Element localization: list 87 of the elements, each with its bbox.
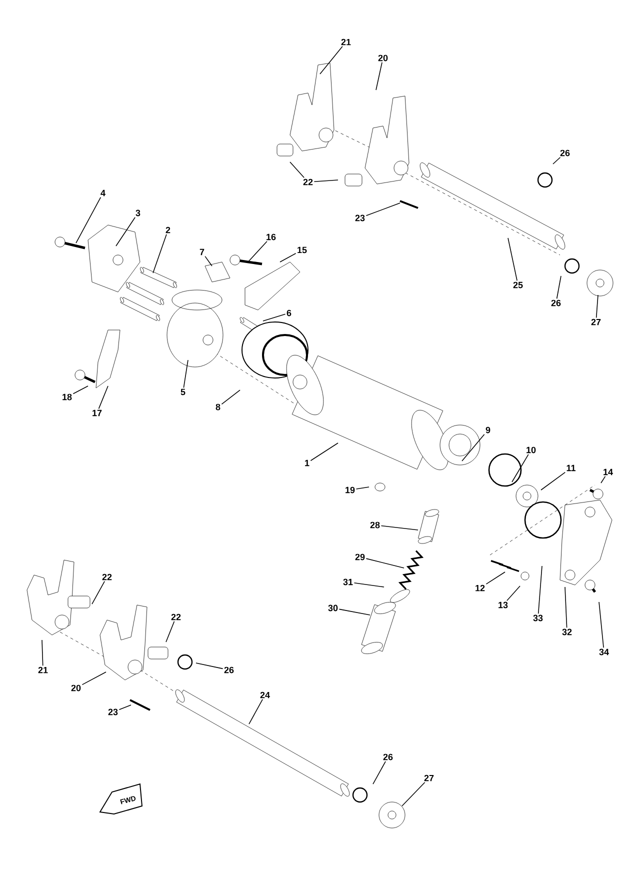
callout-number: 27 [590, 318, 602, 326]
leader-line [380, 525, 418, 530]
leader-line [42, 640, 44, 666]
leader-line [92, 580, 105, 604]
callout-number: 9 [484, 426, 492, 434]
callout-number: 11 [565, 464, 577, 472]
leader-line [552, 156, 561, 164]
leader-line [166, 620, 175, 642]
leader-line [598, 602, 604, 648]
leader-line [248, 698, 263, 724]
callout-number: 25 [512, 280, 524, 290]
leader-line [462, 434, 485, 462]
callout-number: 14 [602, 468, 614, 476]
leader-line [204, 256, 212, 266]
leader-line [486, 572, 506, 584]
callout-number: 22 [170, 612, 182, 622]
callout-number: 2 [164, 226, 172, 234]
leader-line [72, 386, 88, 394]
callout-number: 21 [37, 666, 49, 674]
callout-number: 22 [302, 178, 314, 186]
callout-number: 23 [107, 708, 119, 716]
callout-number: 34 [598, 648, 610, 656]
leader-line [183, 360, 188, 388]
leader-line [310, 442, 338, 462]
callout-number: 1 [304, 458, 310, 468]
callout-number: 31 [342, 578, 354, 586]
leader-line [512, 454, 529, 482]
callout-number: 13 [497, 600, 509, 610]
callout-number: 10 [525, 446, 537, 454]
leader-line [196, 662, 224, 670]
callout-number: 21 [340, 38, 352, 46]
callout-number: 18 [61, 392, 73, 402]
leader-line [600, 476, 606, 484]
callout-number: 19 [344, 486, 356, 494]
leader-line [314, 180, 338, 182]
callout-number: 12 [474, 584, 486, 592]
callout-number: 29 [354, 552, 366, 562]
leader-line [564, 586, 568, 628]
leader-line [262, 314, 286, 322]
callout-number: 26 [223, 666, 235, 674]
leader-line [540, 472, 566, 490]
callout-number: 4 [100, 188, 106, 198]
leader-line [290, 162, 304, 178]
leader-line [320, 46, 343, 74]
callout-number: 8 [214, 402, 222, 412]
callout-number: 32 [561, 628, 573, 636]
leader-line [538, 566, 542, 614]
callout-number: 27 [423, 774, 435, 782]
leader-line [221, 390, 240, 405]
leader-line [280, 252, 296, 262]
callout-number: 28 [369, 520, 381, 530]
leader-line [596, 294, 598, 318]
leader-line [152, 234, 167, 274]
callout-number: 26 [550, 298, 562, 308]
callout-number: 5 [180, 388, 186, 396]
leader-line [376, 62, 382, 90]
leader-line [248, 240, 268, 262]
callout-number: 16 [265, 232, 277, 242]
callout-number: 26 [559, 148, 571, 158]
callout-number: 17 [91, 408, 103, 418]
leader-line [366, 202, 400, 216]
callout-number: 15 [296, 246, 308, 254]
callout-number: 3 [134, 208, 142, 218]
leader-line [508, 238, 518, 282]
callout-number: 30 [327, 604, 339, 612]
callout-number: 6 [286, 308, 292, 318]
leader-line [372, 761, 386, 784]
leader-line [354, 582, 384, 588]
leader-line [116, 217, 136, 246]
callout-number: 26 [382, 752, 394, 762]
leader-line [82, 672, 106, 686]
leader-line [506, 586, 520, 602]
leader-line [118, 704, 132, 710]
callout-number: 7 [198, 248, 206, 256]
callout-number: 23 [354, 214, 366, 222]
callout-number: 24 [259, 690, 271, 700]
leader-line [338, 608, 370, 616]
leader-line [366, 558, 404, 568]
callout-number: 33 [532, 614, 544, 622]
callout-number: 20 [377, 54, 389, 62]
callout-number: 20 [70, 684, 82, 692]
leader-line [556, 276, 562, 300]
leader-line [402, 782, 426, 806]
callout-number: 22 [101, 572, 113, 582]
leader-line [76, 196, 102, 244]
leader-line [356, 486, 370, 490]
leader-line [98, 386, 108, 410]
